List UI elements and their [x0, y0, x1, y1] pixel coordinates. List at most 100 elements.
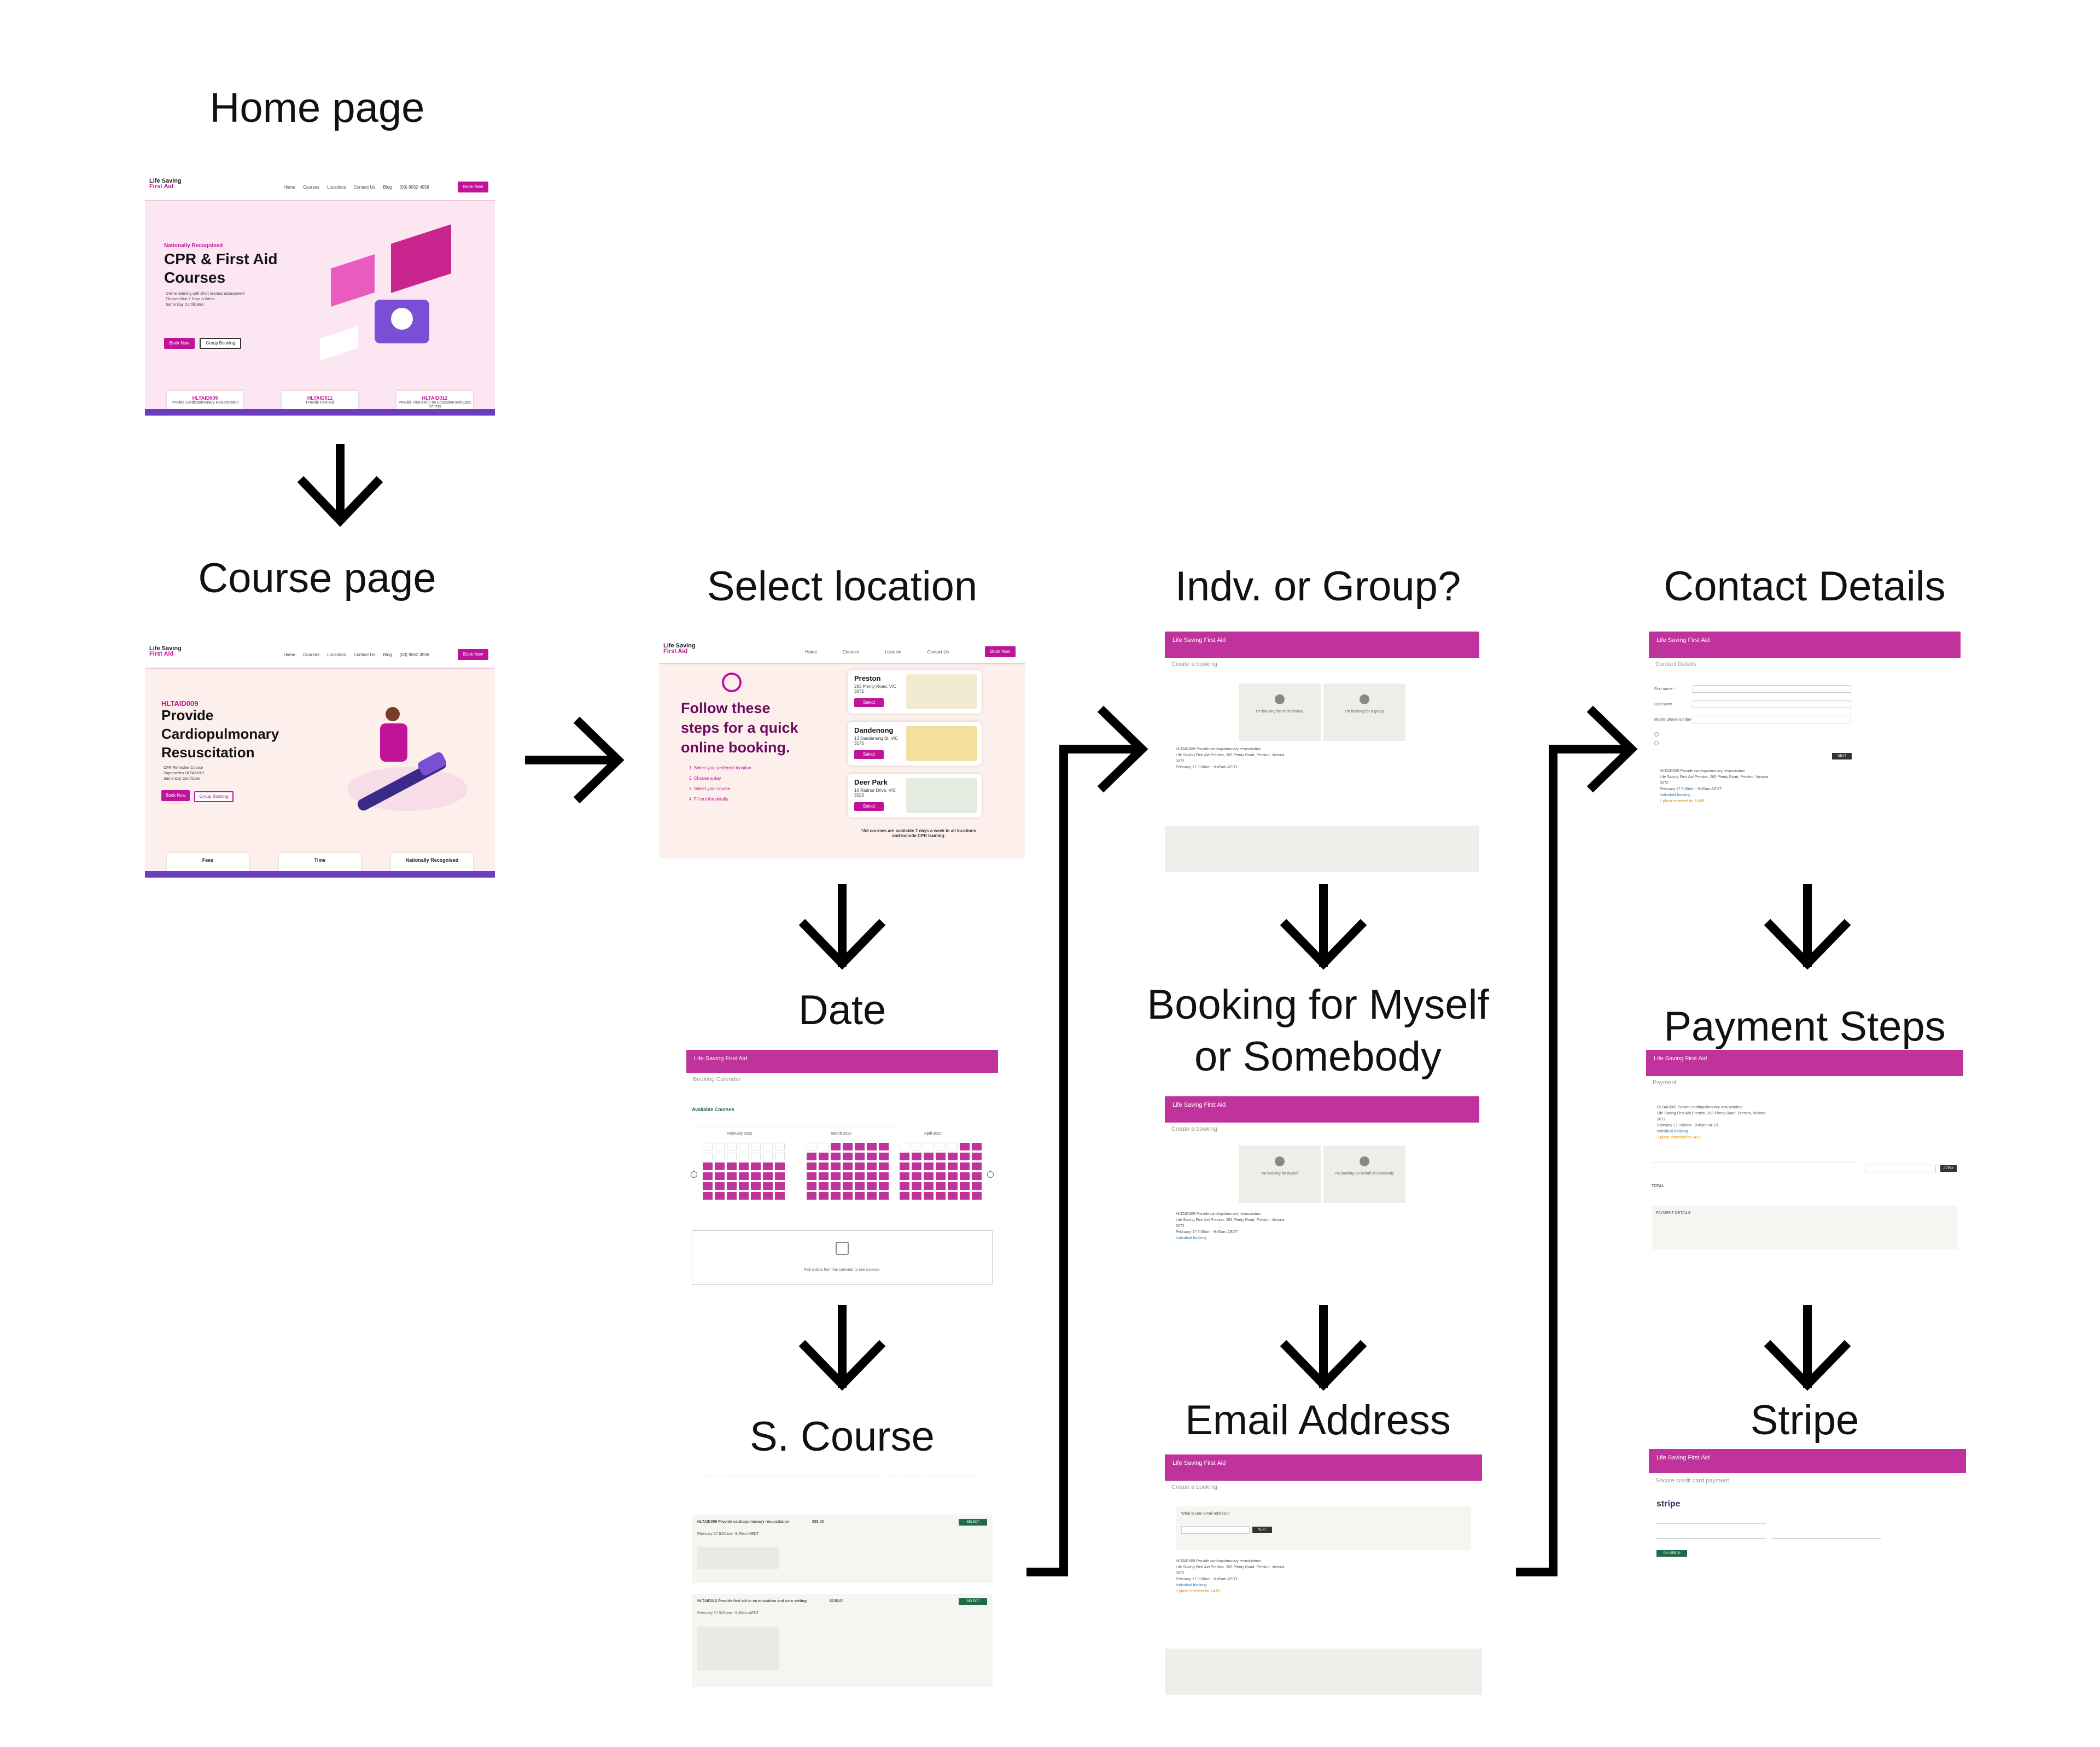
calendar-day[interactable]	[948, 1192, 958, 1200]
calendar-day[interactable]	[912, 1162, 921, 1170]
menu-item[interactable]: Courses	[303, 185, 319, 190]
myself-option[interactable]: I'm booking for myself	[1239, 1146, 1321, 1203]
menu-item[interactable]: Contact Us	[353, 652, 376, 657]
hero-group-booking-button[interactable]: Group Booking	[200, 338, 241, 349]
calendar-day[interactable]	[775, 1143, 785, 1150]
calendar-day[interactable]	[703, 1143, 713, 1150]
calendar-day[interactable]	[936, 1143, 946, 1150]
calendar-day[interactable]	[703, 1162, 713, 1170]
calendar-day[interactable]	[936, 1172, 946, 1180]
calendar-day[interactable]	[879, 1162, 889, 1170]
menu-item[interactable]: Blog	[383, 652, 392, 657]
calendar-day[interactable]	[775, 1172, 785, 1180]
calendar-day[interactable]	[739, 1192, 749, 1200]
calendar-day[interactable]	[867, 1192, 877, 1200]
first-name-field[interactable]	[1693, 685, 1851, 693]
email-next-button[interactable]: NEXT	[1252, 1527, 1272, 1533]
calendar-day[interactable]	[703, 1153, 713, 1160]
calendar-day[interactable]	[819, 1192, 829, 1200]
calendar-day[interactable]	[703, 1192, 713, 1200]
coupon-input[interactable]	[1865, 1165, 1936, 1172]
calendar-day[interactable]	[831, 1172, 841, 1180]
calendar-grid[interactable]	[703, 1143, 982, 1203]
consent-checkbox[interactable]	[1654, 732, 1659, 737]
somebody-option[interactable]: I'm booking on behalf of somebody	[1323, 1146, 1405, 1203]
calendar-day[interactable]	[948, 1153, 958, 1160]
calendar-day[interactable]	[843, 1192, 853, 1200]
last-name-field[interactable]	[1693, 700, 1851, 708]
calendar-day[interactable]	[775, 1153, 785, 1160]
calendar-day[interactable]	[924, 1153, 934, 1160]
consent-checkbox[interactable]	[1654, 741, 1659, 745]
calendar-day[interactable]	[948, 1172, 958, 1180]
calendar-day[interactable]	[924, 1143, 934, 1150]
calendar-day[interactable]	[912, 1143, 921, 1150]
phone-link[interactable]: (03) 9052 4558	[399, 185, 429, 190]
calendar-day[interactable]	[912, 1153, 921, 1160]
calendar-day[interactable]	[867, 1162, 877, 1170]
calendar-day[interactable]	[715, 1182, 725, 1190]
calendar-day[interactable]	[763, 1192, 773, 1200]
calendar-day[interactable]	[972, 1192, 982, 1200]
calendar-day[interactable]	[912, 1182, 921, 1190]
phone-field[interactable]	[1693, 716, 1851, 723]
hero-book-now-button[interactable]: Book Now	[164, 338, 195, 349]
calendar-day[interactable]	[855, 1182, 865, 1190]
calendar-day[interactable]	[727, 1153, 737, 1160]
calendar-day[interactable]	[831, 1153, 841, 1160]
menu-item[interactable]: Home	[283, 185, 295, 190]
card-number-field[interactable]	[1656, 1517, 1766, 1524]
calendar-day[interactable]	[831, 1143, 841, 1150]
calendar-day[interactable]	[763, 1143, 773, 1150]
calendar-day[interactable]	[843, 1162, 853, 1170]
calendar-day[interactable]	[843, 1153, 853, 1160]
calendar-day[interactable]	[763, 1182, 773, 1190]
calendar-day[interactable]	[855, 1172, 865, 1180]
book-now-button[interactable]: Book Now	[458, 649, 488, 660]
calendar-day[interactable]	[900, 1182, 909, 1190]
menu-item[interactable]: Courses	[303, 652, 319, 657]
calendar-day[interactable]	[715, 1192, 725, 1200]
calendar-day[interactable]	[739, 1182, 749, 1190]
calendar-day[interactable]	[867, 1153, 877, 1160]
calendar-day[interactable]	[727, 1162, 737, 1170]
calendar-day[interactable]	[960, 1143, 970, 1150]
menu-item[interactable]: Locations	[327, 652, 346, 657]
calendar-day[interactable]	[703, 1182, 713, 1190]
calendar-day[interactable]	[972, 1143, 982, 1150]
calendar-day[interactable]	[936, 1192, 946, 1200]
calendar-day[interactable]	[727, 1192, 737, 1200]
calendar-day[interactable]	[855, 1153, 865, 1160]
calendar-day[interactable]	[972, 1182, 982, 1190]
calendar-day[interactable]	[751, 1162, 761, 1170]
phone-link[interactable]: (03) 9052 4558	[399, 652, 429, 657]
calendar-day[interactable]	[972, 1153, 982, 1160]
calendar-day[interactable]	[751, 1182, 761, 1190]
select-location-button[interactable]: Select	[854, 802, 884, 811]
calendar-day[interactable]	[739, 1162, 749, 1170]
calendar-day[interactable]	[763, 1172, 773, 1180]
calendar-day[interactable]	[739, 1172, 749, 1180]
calendar-day[interactable]	[843, 1172, 853, 1180]
calendar-day[interactable]	[960, 1182, 970, 1190]
calendar-day[interactable]	[879, 1182, 889, 1190]
calendar-day[interactable]	[900, 1172, 909, 1180]
calendar-day[interactable]	[739, 1153, 749, 1160]
calendar-day[interactable]	[972, 1162, 982, 1170]
calendar-day[interactable]	[843, 1143, 853, 1150]
calendar-day[interactable]	[807, 1172, 816, 1180]
prev-month-button[interactable]	[691, 1171, 697, 1178]
calendar-day[interactable]	[807, 1143, 816, 1150]
calendar-day[interactable]	[855, 1162, 865, 1170]
calendar-day[interactable]	[855, 1192, 865, 1200]
calendar-day[interactable]	[972, 1172, 982, 1180]
apply-coupon-button[interactable]: APPLY	[1940, 1165, 1957, 1172]
calendar-day[interactable]	[900, 1162, 909, 1170]
calendar-day[interactable]	[715, 1172, 725, 1180]
group-option[interactable]: I'm booking for a group	[1323, 683, 1405, 741]
menu-item[interactable]: Courses	[842, 650, 859, 655]
calendar-day[interactable]	[900, 1192, 909, 1200]
select-course-button[interactable]: SELECT	[959, 1519, 987, 1526]
location-card[interactable]: Deer Park 16 Radnor Drive, VIC 3023 Sele…	[848, 774, 982, 817]
